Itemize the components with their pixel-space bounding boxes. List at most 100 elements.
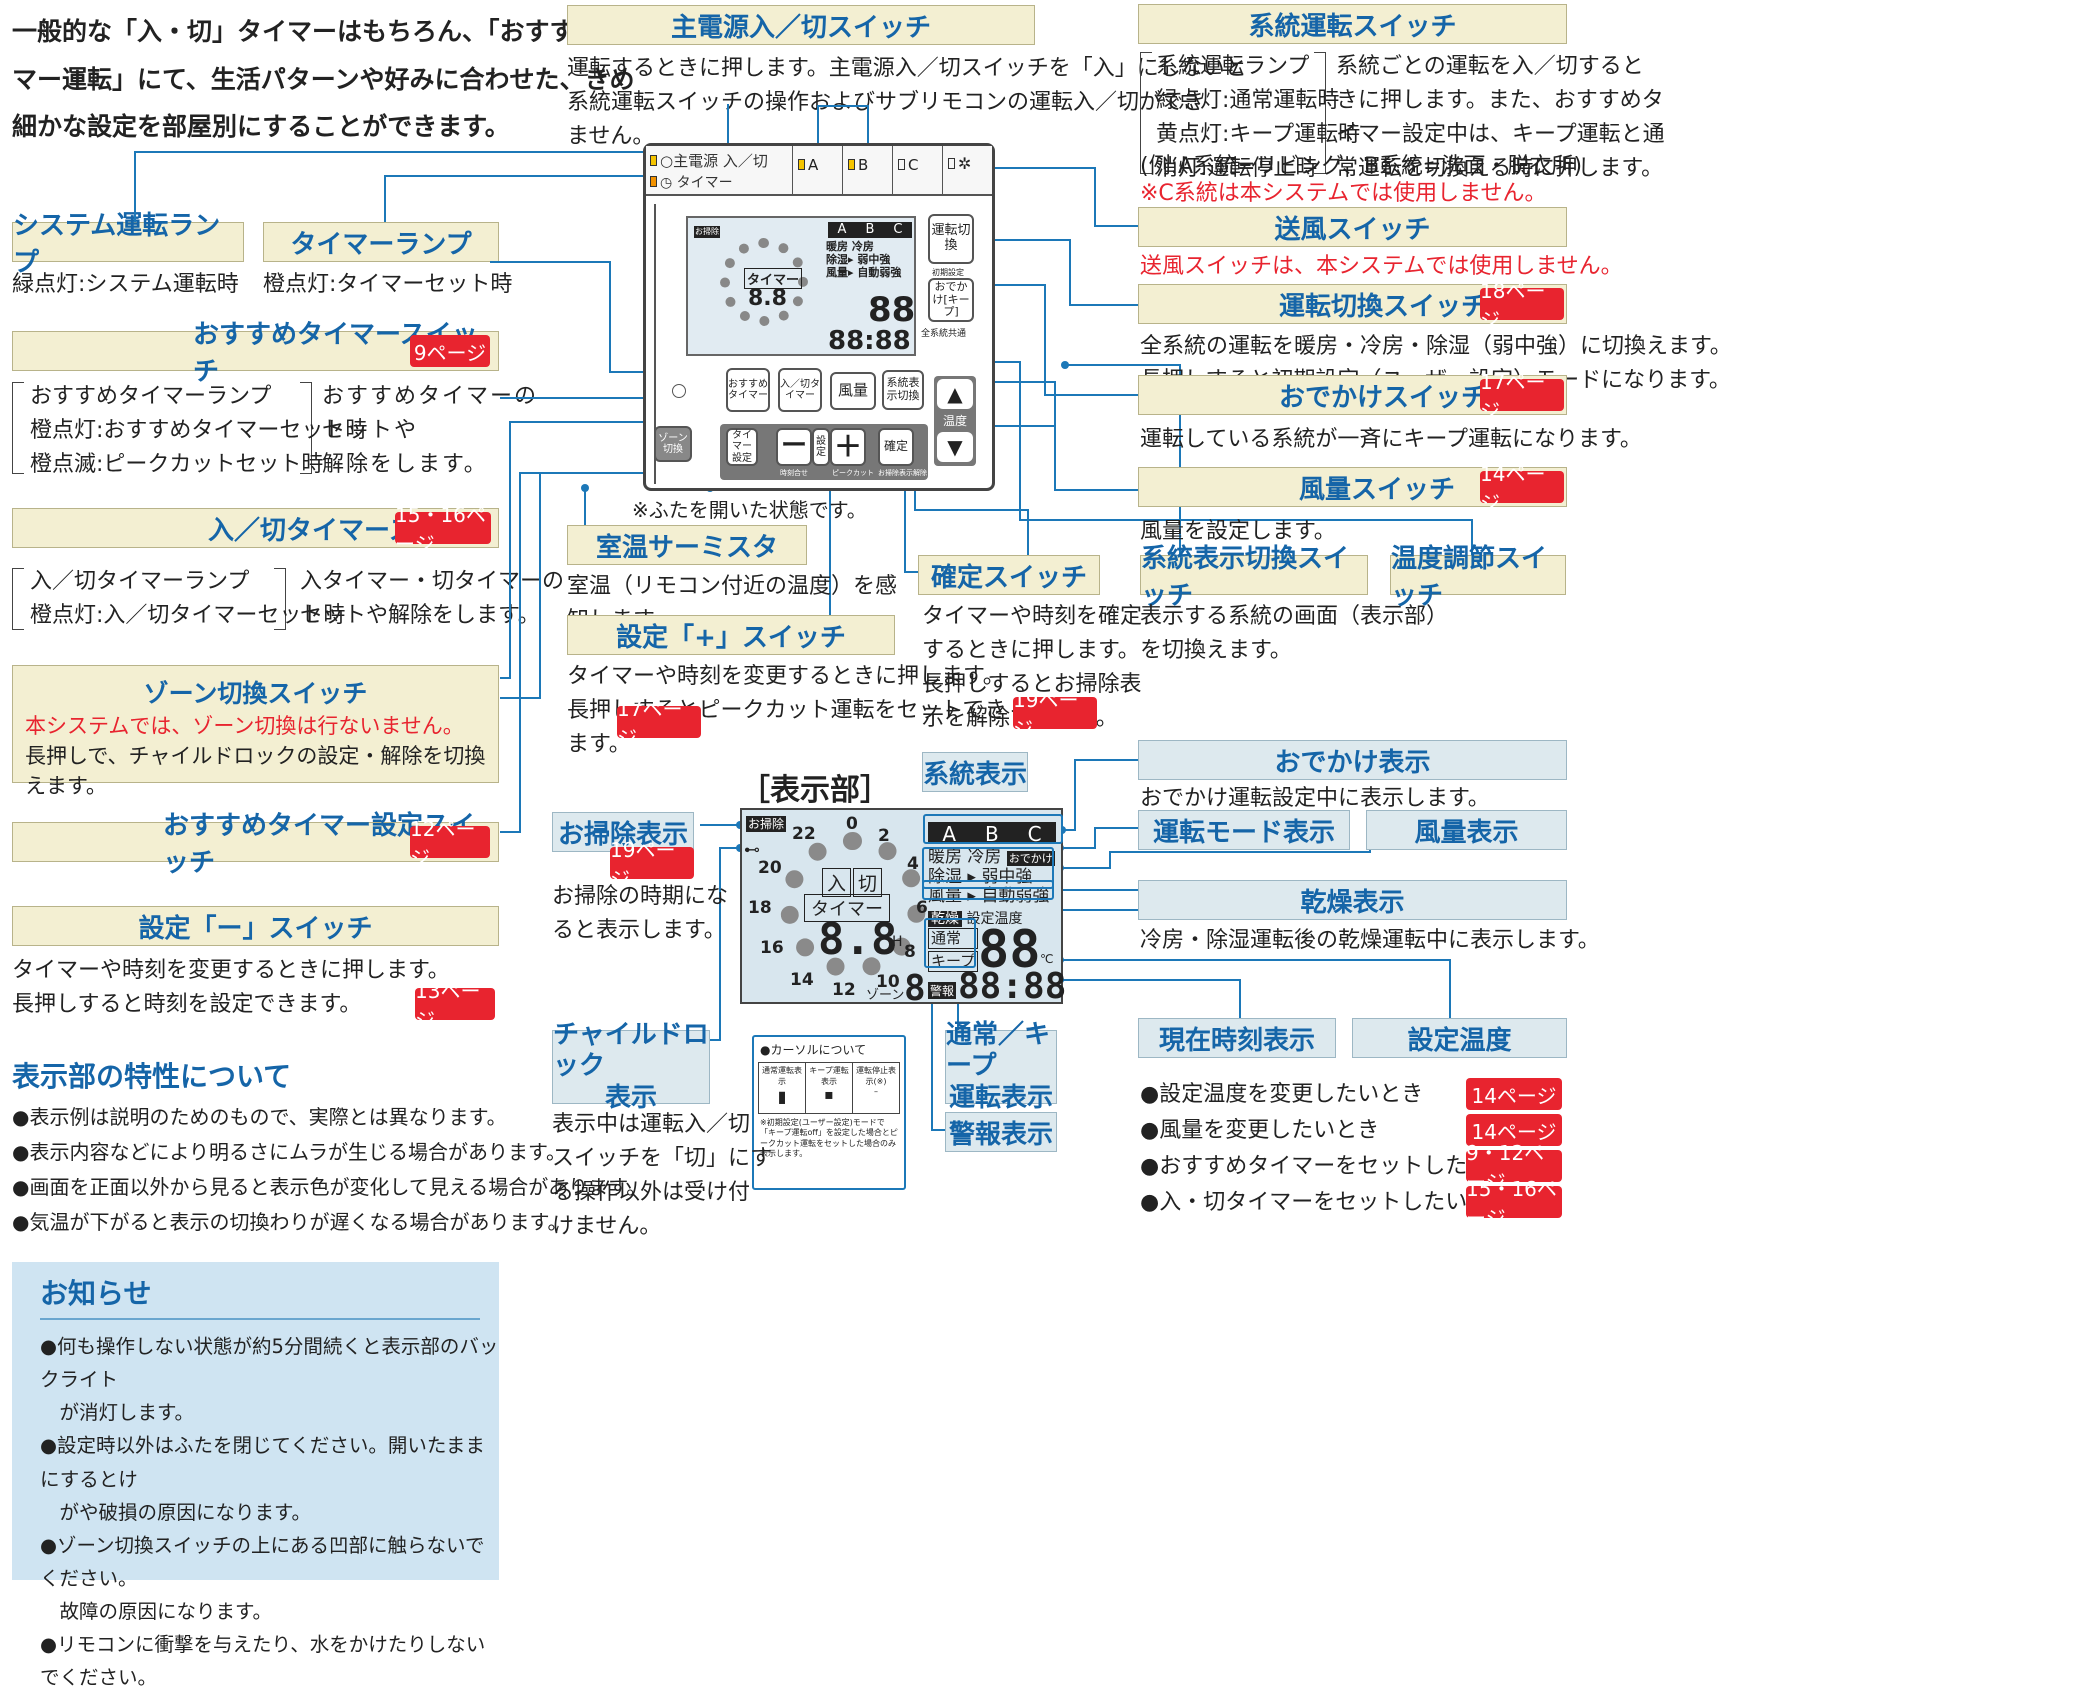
bracket-left — [12, 382, 24, 474]
clean-title: お掃除表示 — [552, 812, 694, 852]
lcd-h2: 2 — [878, 826, 890, 846]
common-label: 全系統共通 — [921, 329, 967, 339]
temp-rocker: ▲ 温度 ▼ — [934, 376, 976, 466]
lcd-h20: 20 — [758, 858, 782, 878]
timer-set-button[interactable]: タイマー設定 — [726, 428, 758, 466]
lcd-h18: 18 — [748, 898, 772, 918]
mode-button[interactable]: 運転切換 — [928, 214, 974, 264]
out-desc: 運転している系統が一斉にキープ運転になります。 — [1140, 427, 1642, 452]
system-c-switch[interactable]: C — [898, 156, 918, 174]
lcd-hour-unit: H — [892, 934, 903, 950]
confirm-button[interactable]: 確定 — [878, 428, 914, 466]
volume-button[interactable]: 風量 — [830, 372, 876, 410]
mode-desc: 全系統の運転を暖房・冷房・除湿（弱中強）に切換えます。長押しすると初期設定（ユー… — [1140, 334, 1732, 393]
main-power-switch[interactable]: ○主電源 入／切 — [650, 150, 768, 171]
fan-switch[interactable]: ✲ — [948, 154, 971, 173]
system-a-switch[interactable]: A — [798, 156, 818, 174]
system-switch-lamp: 系統運転ランプ緑点灯:通常運転時黄点灯:キープ運転時消灯:運転停止時 — [1156, 54, 1361, 182]
lcd-zone: ゾーン — [866, 988, 905, 1003]
highlight-normal-keep — [924, 918, 976, 968]
system-switch-title: 系統運転スイッチ — [1138, 4, 1567, 44]
intro: 一般的な「入・切」タイマーはもちろん、「おすすめタイマー運転」にて、生活パターン… — [12, 17, 650, 141]
lcd-timer-hours: 8.8 — [818, 914, 898, 965]
set-label-button[interactable]: 設定 — [812, 428, 830, 466]
bracket-left — [1140, 52, 1152, 174]
ref-page: 14ページ — [1466, 1114, 1562, 1146]
dry-disp-desc: 冷房・除湿運転後の乾燥運転中に表示します。 — [1140, 928, 1600, 953]
display-section-title: ［表示部］ — [740, 773, 890, 808]
highlight-volume — [922, 880, 1054, 900]
lcd-timer-mini: タイマー — [744, 268, 803, 289]
lcd-dial — [720, 238, 808, 326]
lcd-clean-indicator: お掃除 — [746, 816, 786, 832]
out-button[interactable]: おでかけ[キープ] — [928, 278, 974, 322]
lcd-h14: 14 — [790, 970, 814, 990]
zone-button[interactable]: ゾーン切換 — [654, 426, 692, 462]
highlight-abc — [923, 814, 1063, 844]
confirm-title: 確定スイッチ — [918, 555, 1100, 595]
fan-note: 送風スイッチは、本システムでは使用しません。 — [1140, 254, 1623, 279]
settemp-disp-title: 設定温度 — [1352, 1018, 1567, 1058]
onoff-timer-button[interactable]: 入／切タイマー — [778, 368, 822, 412]
lcd-onoff: 入切 — [822, 868, 883, 897]
ref-page: 14ページ — [1466, 1078, 1562, 1110]
sys-indicator-title: 系統表示 — [922, 752, 1028, 792]
fan-title: 送風スイッチ — [1138, 207, 1567, 247]
lcd-h6: 6 — [916, 898, 928, 918]
lcd-timer-label: タイマー — [804, 894, 890, 922]
clean-release-label: お掃除表示解除 — [878, 469, 927, 477]
onoff-timer-lamp: 入／切タイマーランプ橙点灯:入／切タイマーセット時 — [30, 569, 346, 629]
bracket-left — [12, 568, 24, 630]
time-adjust-label: 時刻合せ — [780, 469, 808, 477]
lcd-set-temp: 88 — [978, 920, 1041, 980]
confirm-page: 19ページ — [1013, 688, 1097, 741]
plus-button[interactable]: ＋ — [830, 428, 866, 466]
main-power-desc: 運転するときに押します。主電源入／切スイッチを「入」にしないと系統運転スイッチの… — [567, 56, 1247, 150]
vol-disp-title: 風量表示 — [1366, 810, 1567, 850]
child-lock-title: チャイルドロック表示 — [552, 1020, 710, 1113]
lid-note: ※ふたを開いた状態です。 — [632, 498, 867, 522]
lcd-h16: 16 — [760, 938, 784, 958]
temp-up-button[interactable]: ▲ — [937, 379, 973, 409]
thermistor-icon — [672, 384, 686, 398]
lcd-clean: お掃除 — [694, 226, 720, 238]
lcd-clock: 88:88 — [958, 966, 1067, 1007]
lcd-normal-keep: 通常キープ — [928, 928, 979, 972]
lcd-modes-mini: 暖房 冷房除湿▸ 弱中強風量▸ 自動弱強 — [826, 240, 902, 280]
minus-title: 設定「ー」スイッチ — [12, 906, 499, 946]
highlight-modes — [922, 847, 1054, 889]
mode-disp-title: 運転モード表示 — [1138, 810, 1350, 850]
lcd-mode-area: 暖房 冷房 おでかけ 除湿 ▸ 弱中強 風量 ▸ 自動弱強 — [928, 847, 1055, 907]
notice-box: お知らせ ●何も操作しない状態が約5分間続くと表示部のバックライト が消灯します… — [12, 1262, 499, 1689]
zone-box: ゾーン切換スイッチ 本システムでは、ゾーン切換は行ないません。 長押しで、チャイ… — [12, 665, 499, 798]
timer-lamp-desc: 橙点灯:タイマーセット時 — [263, 272, 513, 297]
ref-item: ●入・切タイマーをセットしたいとき — [1140, 1190, 1512, 1215]
lcd-temp-mini: 88 — [868, 290, 916, 330]
dry-disp-title: 乾燥表示 — [1138, 880, 1567, 920]
lcd-h12: 12 — [832, 980, 856, 1000]
lcd-h10: 10 — [876, 972, 900, 992]
rec-timer-button[interactable]: おすすめタイマー — [726, 368, 770, 412]
temp-down-button[interactable]: ▼ — [937, 432, 973, 462]
system-b-switch[interactable]: B — [848, 156, 868, 174]
child-lock-icon: ⊷ — [744, 840, 760, 859]
bracket-right — [274, 568, 286, 630]
mode-sub-label: 初期設定 — [932, 268, 964, 277]
lcd-alarm: 警報 — [928, 982, 957, 999]
rec-timer-page: 9ページ — [410, 335, 490, 367]
lcd-display: お掃除 ⊷ 22 0 2 4 6 8 10 12 14 16 18 20 入切 … — [740, 808, 1067, 1009]
temp-switch-title: 温度調節スイッチ — [1390, 544, 1566, 611]
clock-disp-title: 現在時刻表示 — [1138, 1018, 1336, 1058]
system-display-button[interactable]: 系統表示切換 — [882, 370, 924, 410]
cursor-legend: ●カーソルについて 通常運転表示▮ キープ運転表示▪ 運転停止表示(※)– ※初… — [752, 1035, 906, 1190]
clean-page: 19ページ — [610, 838, 694, 891]
ref-item: ●風量を変更したいとき — [1140, 1118, 1380, 1143]
plus-page: 17ページ — [617, 697, 701, 750]
minus-button[interactable]: ー — [776, 428, 812, 466]
bracket-right — [300, 382, 312, 474]
sysdisp-desc: 表示する系統の画面（表示部）を切換えます。 — [1140, 604, 1449, 664]
vol-desc: 風量を設定します。 — [1140, 519, 1336, 544]
